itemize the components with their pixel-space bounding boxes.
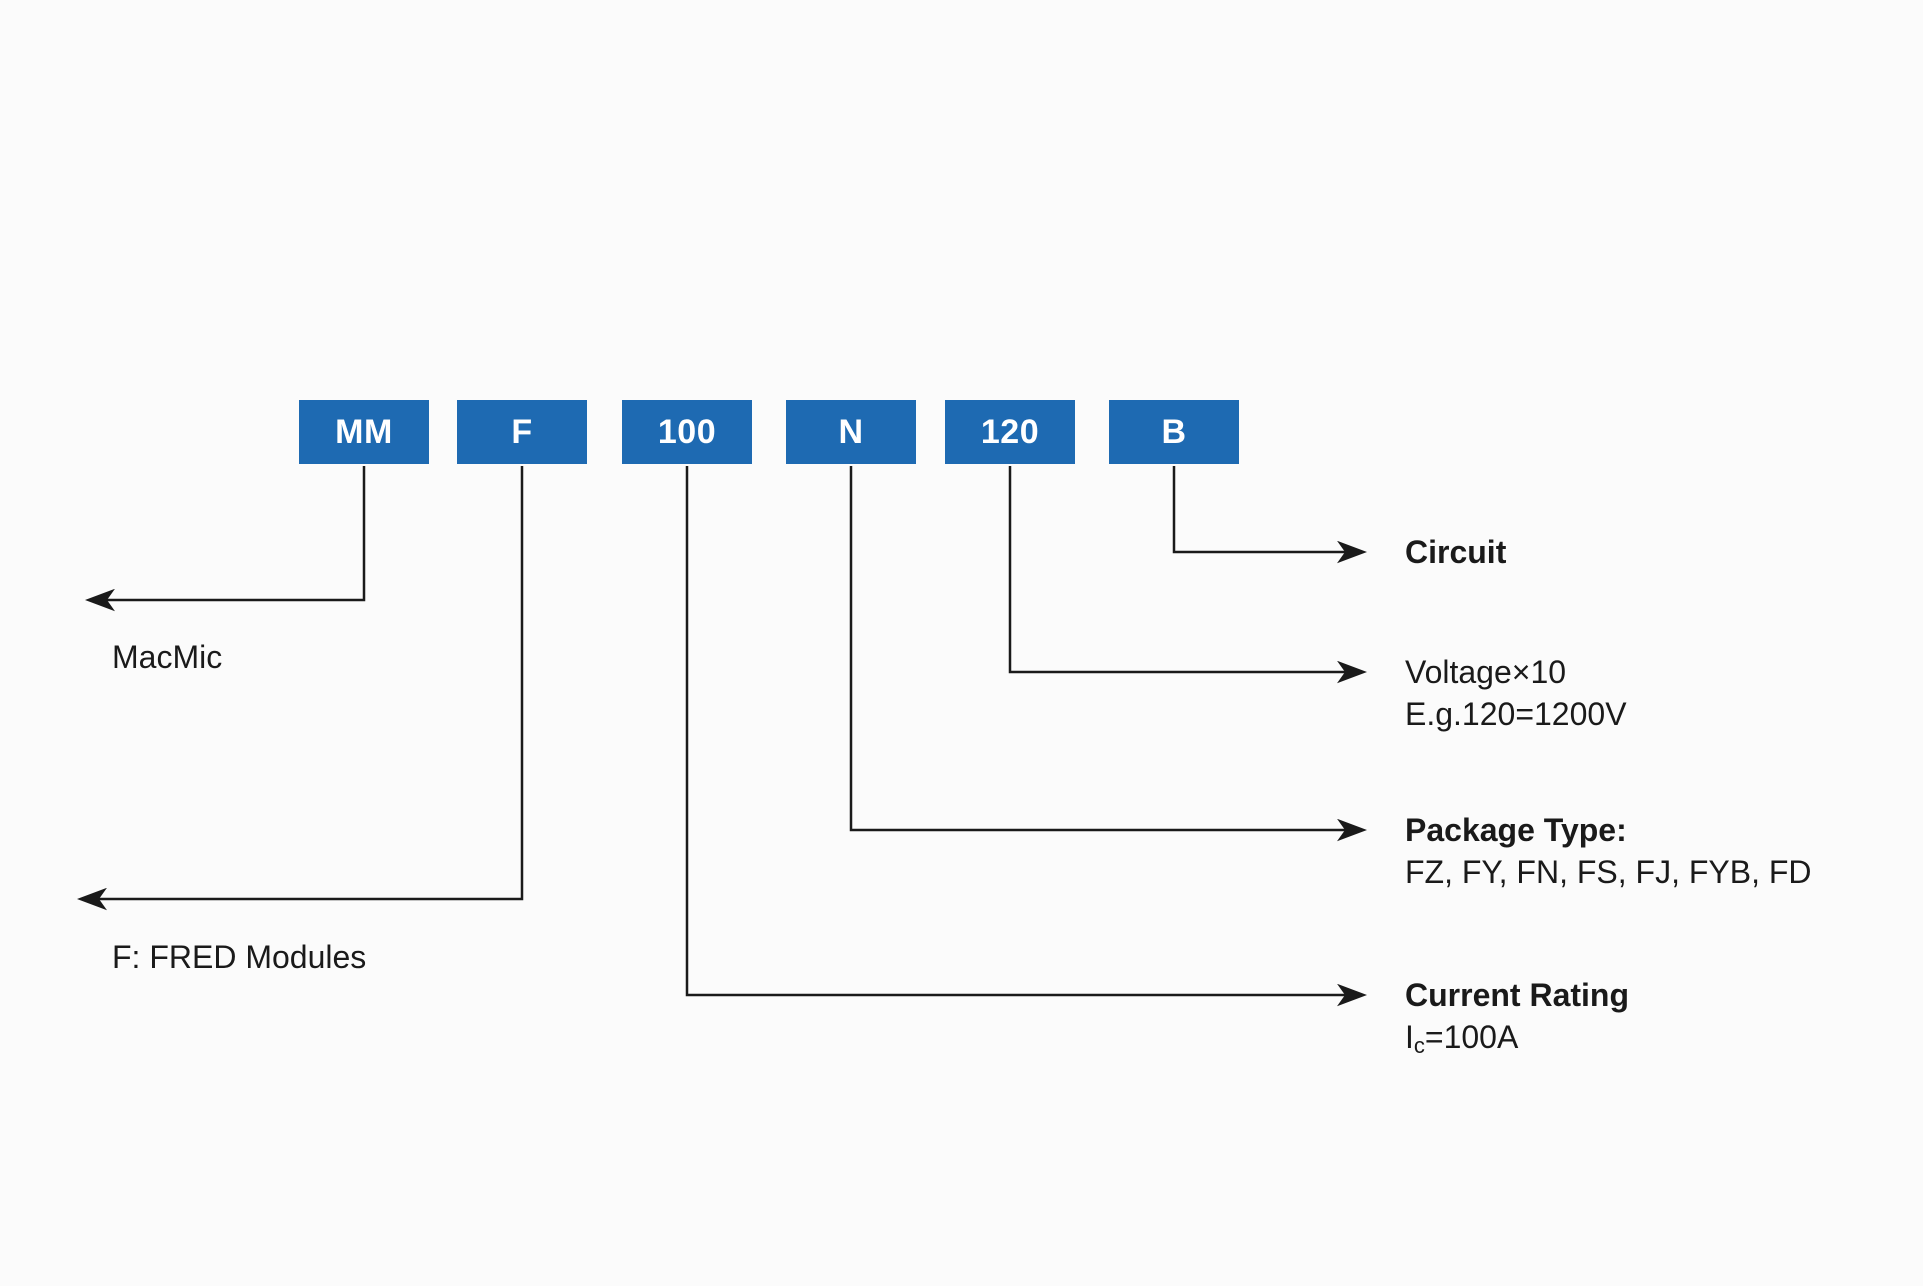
annotation-voltage-example: E.g.120=1200V: [1405, 696, 1627, 732]
segment-box-f: F: [457, 400, 587, 464]
current-value: =100A: [1424, 1019, 1519, 1055]
annotation-circuit: Circuit: [1405, 531, 1506, 573]
current-symbol-subscript: c: [1413, 1033, 1425, 1058]
connector-n: [849, 466, 1367, 842]
connector-120: [1008, 466, 1367, 684]
connector-mm: [85, 466, 366, 612]
annotation-package-type-options: FZ, FY, FN, FS, FJ, FYB, FD: [1405, 854, 1812, 890]
connector-b: [1172, 466, 1367, 564]
label-fred-modules: F: FRED Modules: [112, 939, 367, 975]
connector-100: [685, 466, 1367, 1007]
annotation-voltage: Voltage×10 E.g.120=1200V: [1405, 651, 1627, 735]
current-symbol-base: I: [1405, 1019, 1414, 1055]
segment-box-voltage: 120: [945, 400, 1075, 464]
segment-box-current: 100: [622, 400, 752, 464]
segment-box-mm: MM: [299, 400, 429, 464]
annotation-circuit-title: Circuit: [1405, 534, 1507, 570]
annotation-current-rating: Current Rating Ic=100A: [1405, 974, 1629, 1067]
annotation-package-type: Package Type: FZ, FY, FN, FS, FJ, FYB, F…: [1405, 809, 1812, 893]
label-macmic: MacMic: [112, 639, 223, 675]
annotation-package-type-title: Package Type:: [1405, 812, 1627, 848]
segment-box-circuit: B: [1109, 400, 1239, 464]
annotation-current-rating-value: Ic=100A: [1405, 1016, 1629, 1067]
connector-f: [77, 466, 524, 911]
segment-box-package: N: [786, 400, 916, 464]
annotation-voltage-title: Voltage×10: [1405, 654, 1567, 690]
annotation-current-rating-title: Current Rating: [1405, 977, 1629, 1013]
